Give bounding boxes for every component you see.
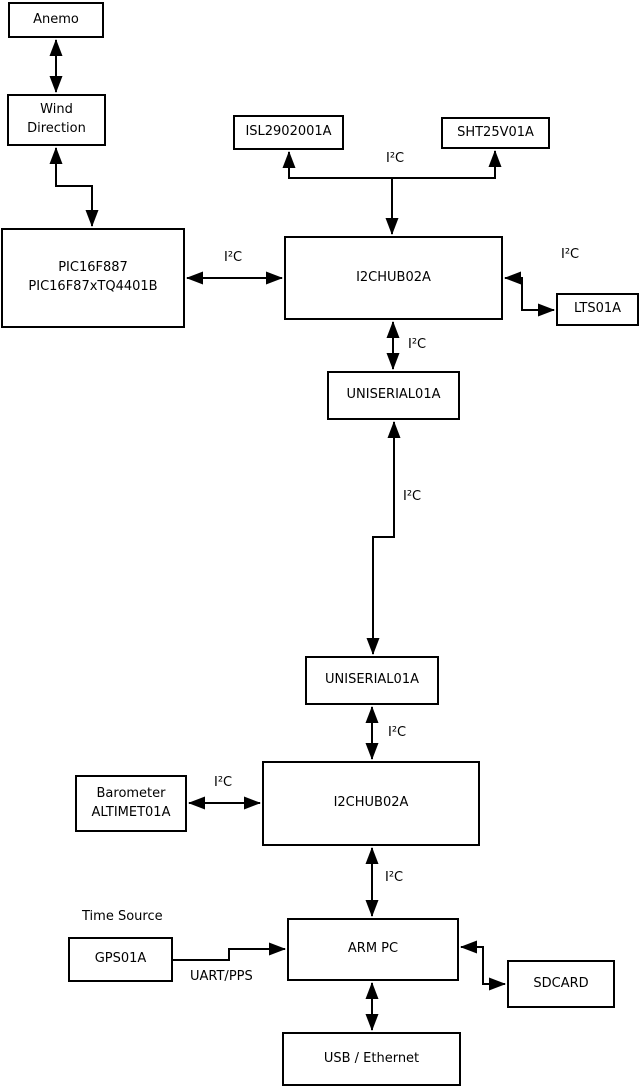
edge-arm-sdcard (460, 940, 506, 991)
node-arm-pc: ARM PC (287, 918, 459, 981)
edge-label-barometer-hub2-i2c: I²C (214, 775, 233, 790)
node-i2chub02a-2: I2CHUB02A (262, 761, 480, 846)
edge-label-uniserial-link-i2c: I²C (403, 489, 422, 504)
edge-label-time-source-caption: Time Source (82, 909, 163, 924)
node-anemo: Anemo (8, 2, 104, 38)
node-usb-ethernet: USB / Ethernet (282, 1032, 461, 1086)
edge-label-gps-arm-uart-pps: UART/PPS (190, 969, 253, 984)
edge-gps-arm-uart (173, 942, 286, 961)
edge-label-hub1-uniserial1-i2c: I²C (408, 337, 427, 352)
node-barometer-altimet01a: Barometer ALTIMET01A (75, 775, 187, 832)
node-wind-direction: Wind Direction (7, 94, 106, 146)
node-lts01a: LTS01A (556, 293, 639, 326)
edge-label-hub2-arm-i2c: I²C (385, 870, 404, 885)
node-i2chub02a-1: I2CHUB02A (284, 236, 503, 320)
node-pic16f887: PIC16F887 PIC16F87xTQ4401B (1, 228, 185, 328)
edge-uniserial1-uniserial2-i2c (366, 421, 401, 655)
node-uniserial01a-2: UNISERIAL01A (305, 656, 439, 705)
edge-label-hub1-lts-i2c: I²C (561, 247, 580, 262)
node-sht25v01a: SHT25V01A (441, 117, 550, 149)
node-uniserial01a-1: UNISERIAL01A (327, 371, 460, 420)
edge-winddirection-pic (49, 147, 99, 227)
node-isl2902001a: ISL2902001A (233, 115, 344, 150)
edge-label-uniserial2-hub2-i2c: I²C (388, 725, 407, 740)
edge-label-bus-top-i2c: I²C (386, 151, 405, 166)
node-sdcard: SDCARD (507, 960, 615, 1008)
node-gps01a: GPS01A (68, 937, 173, 982)
edge-hub1-lts-i2c (504, 271, 555, 317)
edge-label-pic-hub1-i2c: I²C (224, 250, 243, 265)
